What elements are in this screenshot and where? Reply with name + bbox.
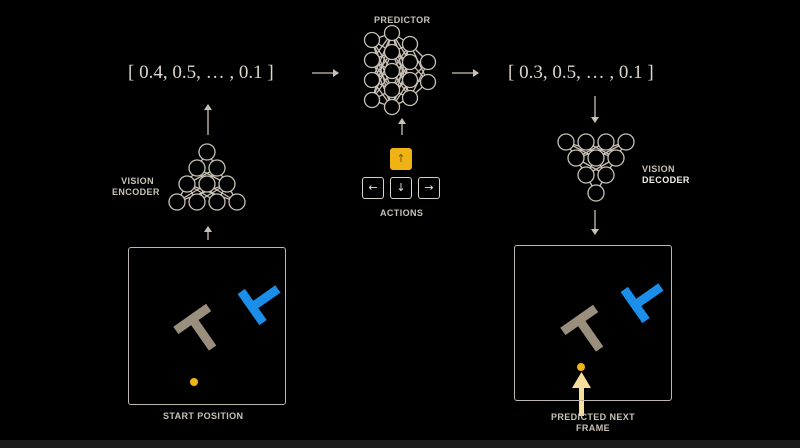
predicted-frame-caption: PREDICTED NEXT FRAME — [538, 412, 648, 434]
network-node — [178, 175, 196, 193]
network-node — [363, 51, 381, 69]
network-node — [363, 31, 381, 49]
key-down[interactable]: ↓ — [390, 177, 412, 199]
network-node — [188, 159, 206, 177]
vision-decoder-network — [557, 133, 635, 202]
network-edge — [391, 43, 411, 91]
network-node — [597, 133, 615, 151]
network-node — [363, 71, 381, 89]
blue-t-piece — [620, 283, 664, 324]
predicted-frame-caption-line2: FRAME — [576, 423, 610, 433]
predicted-latent-vector: [ 0.3, 0.5, … , 0.1 ] — [508, 62, 654, 83]
network-edge — [176, 183, 228, 203]
vision-decoder-label-line1: VISION — [642, 164, 675, 174]
vision-decoder-label: VISION DECODER — [642, 164, 690, 186]
vision-decoder-label-line2: DECODER — [642, 175, 690, 185]
key-left[interactable]: ← — [362, 177, 384, 199]
network-edge — [371, 32, 393, 81]
vision-encoder-label: VISION ENCODER — [112, 176, 160, 198]
key-right[interactable]: → — [418, 177, 440, 199]
network-node — [587, 149, 605, 167]
network-node — [168, 193, 186, 211]
network-node — [419, 73, 437, 91]
network-node — [617, 133, 635, 151]
agent-dot — [577, 363, 585, 371]
network-node — [208, 193, 226, 211]
network-node — [557, 133, 575, 151]
vision-encoder-network — [168, 143, 246, 211]
network-node — [401, 89, 419, 107]
network-node — [383, 43, 401, 61]
key-up[interactable]: ↑ — [390, 148, 412, 170]
network-node — [607, 149, 625, 167]
tan-t-piece — [173, 303, 217, 351]
bottom-strip — [0, 440, 800, 448]
actions-label: ACTIONS — [380, 208, 424, 218]
predicted-frame — [514, 245, 672, 401]
start-frame — [128, 247, 286, 405]
network-node — [419, 53, 437, 71]
network-edge — [371, 59, 393, 108]
network-node — [363, 91, 381, 109]
network-edge — [575, 141, 627, 159]
encoder-latent-vector: [ 0.4, 0.5, … , 0.1 ] — [128, 62, 274, 83]
network-node — [401, 53, 419, 71]
network-node — [383, 24, 401, 42]
network-node — [198, 175, 216, 193]
start-frame-scene — [173, 285, 281, 386]
network-node — [383, 81, 401, 99]
network-node — [198, 143, 216, 161]
blue-t-piece — [237, 285, 281, 326]
network-node — [218, 175, 236, 193]
predictor-label: PREDICTOR — [374, 15, 431, 25]
network-node — [383, 62, 401, 80]
network-node — [208, 159, 226, 177]
network-edge — [371, 51, 393, 101]
network-edge — [371, 32, 393, 101]
network-node — [401, 71, 419, 89]
network-node — [577, 133, 595, 151]
network-node — [597, 166, 615, 184]
network-node — [383, 98, 401, 116]
tan-t-piece — [560, 304, 604, 352]
pointer-arrow-icon — [572, 372, 591, 416]
network-node — [188, 193, 206, 211]
predictor-network — [363, 24, 437, 116]
vision-encoder-label-line2: ENCODER — [112, 187, 160, 197]
predicted-frame-caption-line1: PREDICTED NEXT — [550, 412, 636, 422]
network-node — [401, 35, 419, 53]
network-node — [577, 166, 595, 184]
network-node — [567, 149, 585, 167]
start-position-caption: START POSITION — [163, 411, 244, 421]
vision-encoder-label-line1: VISION — [121, 176, 154, 186]
network-node — [587, 184, 605, 202]
network-node — [228, 193, 246, 211]
predicted-frame-scene — [560, 283, 664, 416]
agent-dot — [190, 378, 198, 386]
